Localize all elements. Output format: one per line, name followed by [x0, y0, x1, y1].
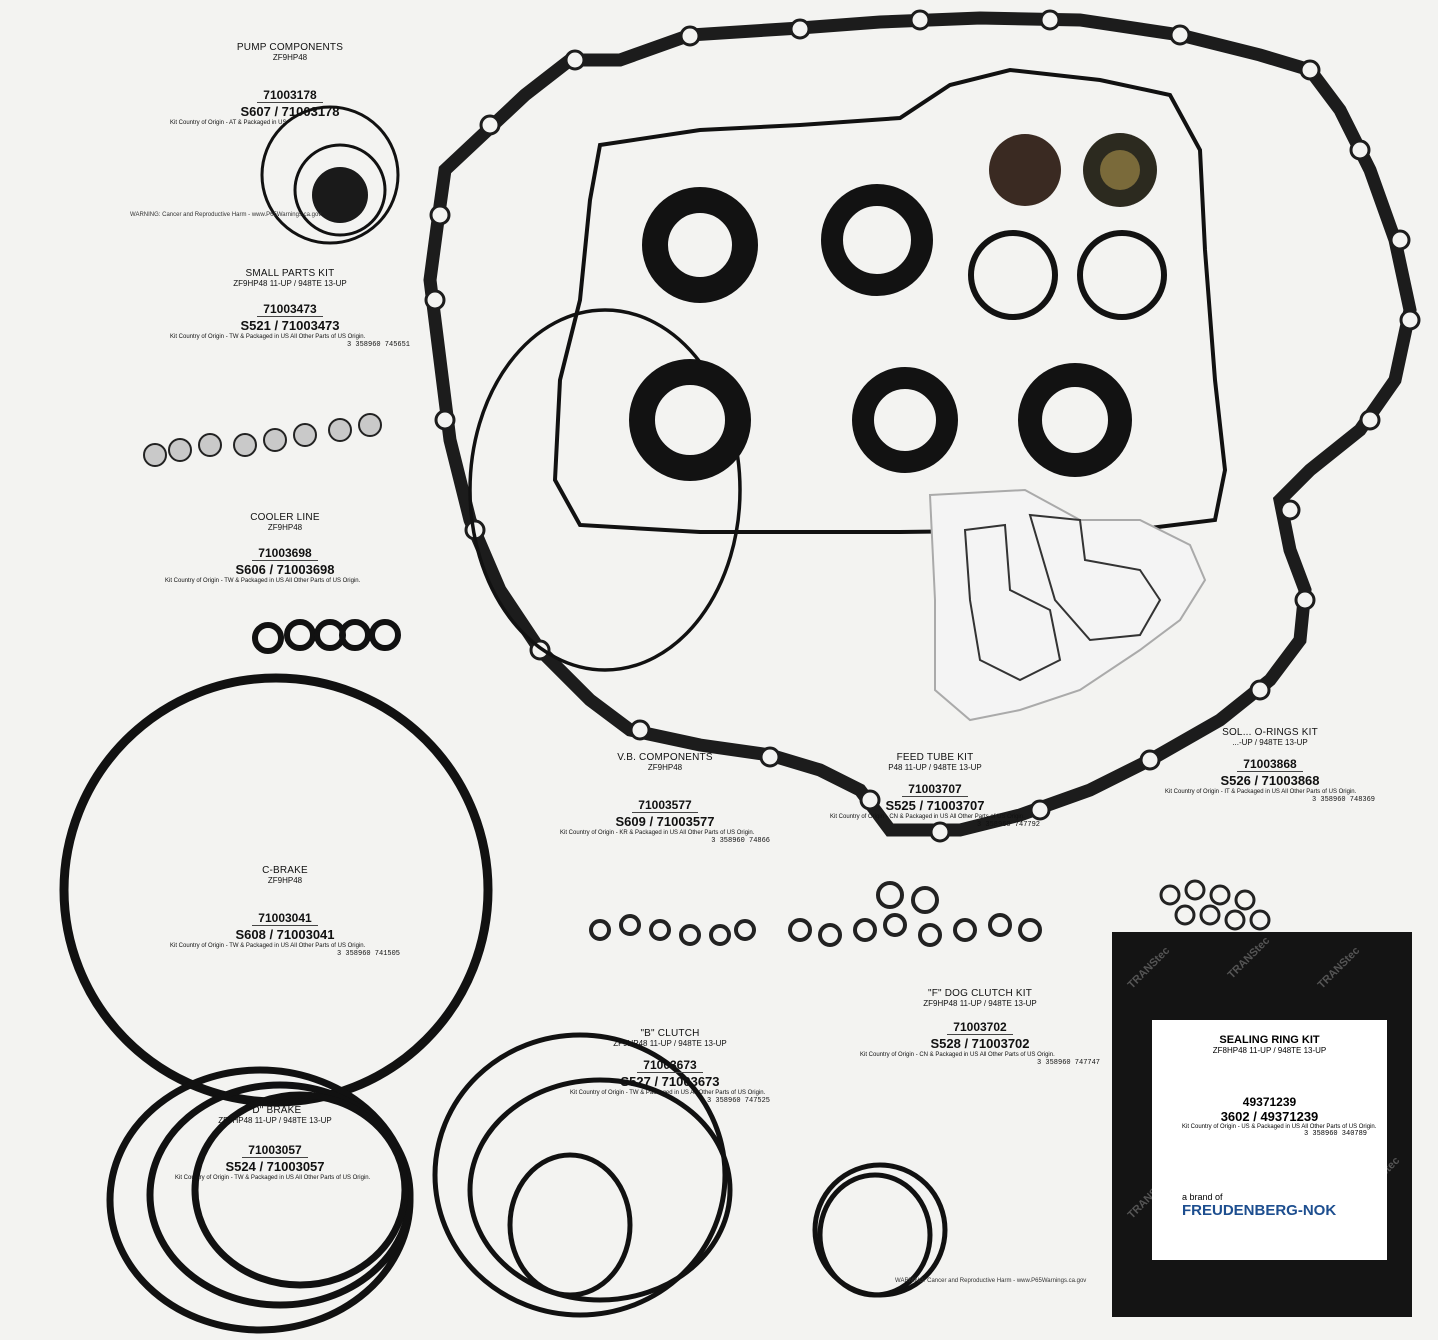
kit-title: SEALING RING KIT	[1219, 1034, 1320, 1046]
pump-components-label: PUMP COMPONENTS ZF9HP48 71003178 S607 / …	[170, 42, 410, 127]
origin-text: Kit Country of Origin - TW & Packaged in…	[570, 1090, 766, 1096]
kit-subtitle: ZF9HP48	[647, 763, 683, 772]
kit-code: 3602 / 49371239	[1220, 1109, 1319, 1124]
origin-text: Kit Country of Origin - KR & Packaged in…	[560, 830, 755, 836]
brand-watermark: TRANStec	[1225, 934, 1273, 982]
part-number: 71003057	[242, 1143, 308, 1158]
part-number: 71003577	[632, 798, 698, 813]
kit-title: V.B. COMPONENTS	[617, 752, 713, 763]
pump-parts	[260, 105, 400, 245]
kit-subtitle: ZF9HP48 11-UP / 948TE 13-UP	[613, 1039, 727, 1048]
brown-plug	[989, 134, 1061, 206]
part-number: 71003702	[947, 1020, 1013, 1035]
b-clutch-rings	[432, 1032, 733, 1318]
kit-code: S526 / 71003868	[1220, 773, 1320, 788]
part-number: 71003473	[257, 302, 323, 317]
barcode-number: 3 358960 747792	[976, 821, 1040, 829]
barcode-number: 3 358960 745651	[346, 341, 410, 349]
origin-text: Kit Country of Origin - TW & Packaged in…	[165, 578, 361, 584]
kit-subtitle: ZF9HP48	[272, 53, 308, 62]
cooler-line-label: COOLER LINE ZF9HP48 71003698 S606 / 7100…	[165, 512, 405, 585]
kit-title: SMALL PARTS KIT	[245, 268, 335, 279]
barcode-number: 3 358960 747747	[1036, 1059, 1100, 1067]
part-number: 71003868	[1237, 757, 1303, 772]
origin-text: Kit Country of Origin - US & Packaged in…	[1182, 1124, 1377, 1130]
kit-code: S525 / 71003707	[885, 798, 985, 813]
brand-of-text: a brand of	[1182, 1192, 1223, 1202]
freudenberg-logo: FREUDENBERG-NOK	[1182, 1202, 1337, 1219]
kit-subtitle: ...-UP / 948TE 13-UP	[1232, 738, 1308, 747]
kit-title: COOLER LINE	[250, 512, 320, 523]
d-brake-rings	[106, 1066, 414, 1334]
barcode-number: 3 358960 747525	[706, 1097, 770, 1105]
c-brake-ring	[59, 673, 493, 1107]
origin-text: Kit Country of Origin - TW & Packaged in…	[170, 334, 366, 340]
part-number: 71003041	[252, 911, 318, 926]
kit-subtitle: ZF9HP48 11-UP / 948TE 13-UP	[218, 1116, 332, 1125]
solenoid-o-rings	[1159, 879, 1271, 931]
part-number: 71003707	[902, 782, 968, 797]
warning-text: WARNING: Cancer and Reproductive Harm - …	[130, 212, 322, 218]
separator-plate-gasket	[928, 488, 1207, 722]
kit-code: S524 / 71003057	[225, 1159, 325, 1174]
f-dog-rings	[812, 1162, 948, 1298]
barcode-number: 3 358960 340789	[1303, 1130, 1367, 1138]
small-parts	[143, 413, 382, 467]
barcode-number: 3 358960 741505	[336, 950, 400, 958]
barcode-number: 3 358960 748369	[1311, 796, 1375, 804]
origin-text: Kit Country of Origin - TW & Packaged in…	[175, 1175, 371, 1181]
kit-title: PUMP COMPONENTS	[236, 42, 344, 53]
c-brake-label: C-BRAKE ZF9HP48 71003041 S608 / 71003041…	[170, 865, 400, 958]
shaft-seals	[629, 184, 1167, 481]
b-clutch-label: "B" CLUTCH ZF9HP48 11-UP / 948TE 13-UP 7…	[570, 1028, 770, 1105]
kit-subtitle: ZF8HP48 11-UP / 948TE 13-UP	[1212, 1046, 1327, 1055]
kit-code: S607 / 71003178	[240, 104, 340, 119]
part-number: 49371239	[1242, 1095, 1297, 1109]
kit-code: S521 / 71003473	[240, 318, 340, 333]
solenoid-o-rings-label: SOL... O-RINGS KIT ...-UP / 948TE 13-UP …	[1165, 727, 1375, 804]
kit-subtitle: ZF9HP48	[267, 876, 303, 885]
feed-tube-rings	[788, 881, 1042, 947]
origin-text: Kit Country of Origin - IT & Packaged in…	[1165, 789, 1357, 795]
origin-text: Kit Country of Origin - TW & Packaged in…	[170, 943, 366, 949]
part-number: 71003698	[252, 546, 318, 561]
part-number: 71003178	[257, 88, 323, 103]
kit-code: S608 / 71003041	[235, 927, 335, 942]
feed-tube-kit-label: FEED TUBE KIT P48 11-UP / 948TE 13-UP 71…	[830, 752, 1040, 829]
origin-text: Kit Country of Origin - CN & Packaged in…	[860, 1052, 1055, 1058]
valve-body-gasket-loop	[552, 67, 1228, 534]
brand-footer: a brand of FREUDENBERG-NOK	[1152, 1188, 1387, 1226]
kit-code: S527 / 71003673	[620, 1074, 720, 1089]
brand-watermark: TRANStec	[1315, 944, 1363, 992]
kit-subtitle: ZF9HP48 11-UP / 948TE 13-UP	[923, 999, 1037, 1008]
kit-subtitle: P48 11-UP / 948TE 13-UP	[888, 763, 982, 772]
kit-code: S606 / 71003698	[235, 562, 335, 577]
pan-gasket	[423, 11, 1417, 837]
kit-title: C-BRAKE	[262, 865, 308, 876]
f-dog-clutch-kit-label: "F" DOG CLUTCH KIT ZF9HP48 11-UP / 948TE…	[860, 988, 1100, 1067]
d-brake-label: "D" BRAKE ZF9HP48 11-UP / 948TE 13-UP 71…	[175, 1105, 375, 1182]
cooler-line-rings	[252, 619, 401, 654]
kit-title: "B" CLUTCH	[640, 1028, 700, 1039]
kit-title: "D" BRAKE	[248, 1105, 302, 1116]
kit-code: S528 / 71003702	[930, 1036, 1030, 1051]
kit-subtitle: ZF9HP48 11-UP / 948TE 13-UP	[233, 279, 347, 288]
barcode-number: 3 358960 74866	[711, 837, 770, 845]
kit-title: SOL... O-RINGS KIT	[1222, 727, 1318, 738]
kit-subtitle: ZF9HP48	[267, 523, 303, 532]
kit-title: FEED TUBE KIT	[896, 752, 974, 763]
origin-text: Kit Country of Origin - AT & Packaged in…	[170, 120, 287, 126]
brand-watermark: TRANStec	[1125, 944, 1173, 992]
vb-rings	[589, 914, 756, 946]
kit-title: "F" DOG CLUTCH KIT	[927, 988, 1033, 999]
kit-code: S609 / 71003577	[615, 814, 715, 829]
large-o-ring	[468, 308, 742, 672]
vb-components-label: V.B. COMPONENTS ZF9HP48 71003577 S609 / …	[560, 752, 770, 845]
warning-text: WARNING: Cancer and Reproductive Harm - …	[895, 1278, 1087, 1284]
small-parts-kit-label: SMALL PARTS KIT ZF9HP48 11-UP / 948TE 13…	[170, 268, 410, 349]
origin-text: Kit Country of Origin - CN & Packaged in…	[830, 814, 1025, 820]
part-number: 71003673	[637, 1058, 703, 1073]
